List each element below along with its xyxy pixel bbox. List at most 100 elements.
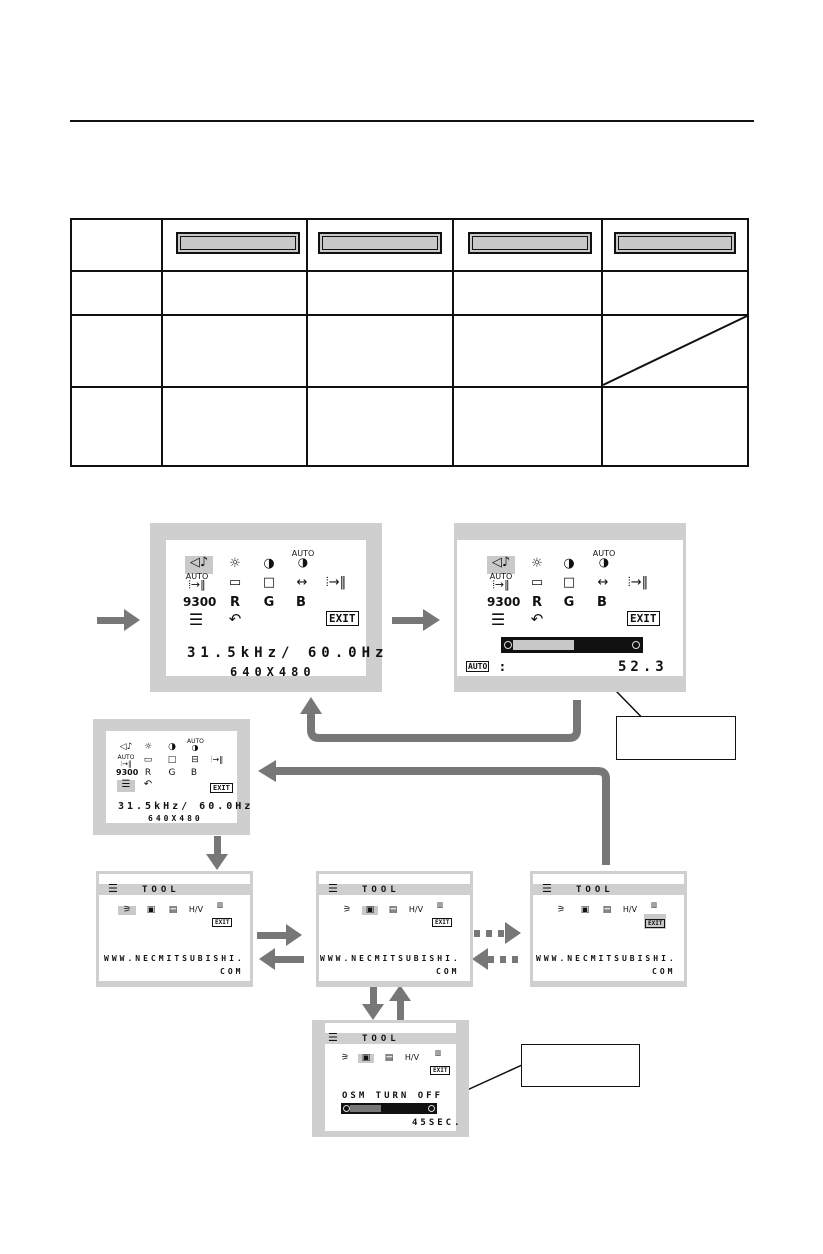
brightness-icon: ☼ xyxy=(143,742,153,752)
video-detect-icon: ⚞ xyxy=(342,905,352,915)
blue-icon: B xyxy=(296,595,306,610)
slider-callout xyxy=(616,716,736,760)
tool-title-bar xyxy=(325,1033,456,1044)
video-detect-icon: ⚞ xyxy=(556,905,566,915)
table-divider xyxy=(72,314,747,316)
fine-icon: ⦙→‖ xyxy=(627,575,649,590)
auto-setup-icon: AUTO⦙→‖ xyxy=(185,572,209,591)
volume-icon: ◁♪ xyxy=(185,556,213,574)
exit-icon: EXIT xyxy=(644,914,667,929)
down-up-icon: □ xyxy=(262,575,276,590)
tool-screen-3: ☰ TOOL ⚞ ▣ ▤ H/V ▥ EXIT WWW.NECMITSUBISH… xyxy=(530,871,687,987)
info-icon: ▥ xyxy=(434,1049,442,1057)
left-right-icon: ▭ xyxy=(228,575,242,590)
frequency-readout: 31.5kHz/ 60.0Hz xyxy=(187,645,389,661)
tool-title: TOOL xyxy=(362,1034,400,1044)
auto-setup-icon: AUTO⦙→‖ xyxy=(489,572,513,591)
minus-icon xyxy=(504,641,512,649)
hv-icon: H/V xyxy=(622,905,638,914)
factory-preset-icon: ↶ xyxy=(228,610,242,628)
tool-icon: ☰ xyxy=(328,1031,338,1044)
osd-main-screen: ◁♪ ☼ ◑ AUTO◑ AUTO⦙→‖ ▭ □ ↔ ⦙→‖ 9300 R G … xyxy=(150,523,383,692)
tool-title: TOOL xyxy=(362,885,400,895)
osm-lock-icon: ▤ xyxy=(602,905,612,915)
button-header-2 xyxy=(318,232,442,254)
h-size-icon: ⊟ xyxy=(191,755,199,765)
osd-adjust-screen: ◁♪ ☼ ◑ AUTO◑ AUTO⦙→‖ ▭ □ ↔ ⦙→‖ 9300 R G … xyxy=(454,523,686,692)
url-line-2: COM xyxy=(436,967,460,976)
tool-icon: ☰ xyxy=(542,882,552,895)
blue-icon: B xyxy=(190,768,198,778)
tool-title: TOOL xyxy=(576,885,614,895)
h-size-icon: ↔ xyxy=(296,575,308,590)
tool-icon: ☰ xyxy=(328,882,338,895)
fine-icon: ⦙→‖ xyxy=(210,755,224,764)
auto-setup-icon: AUTO⦙→‖ xyxy=(117,754,135,768)
osd-panel xyxy=(106,731,237,823)
button-header-3 xyxy=(468,232,592,254)
tool-screen-2: ☰ TOOL ⚞ ▣ ▤ H/V ▥ EXIT WWW.NECMITSUBISH… xyxy=(316,871,473,987)
auto-adjust-icon: AUTO◑ xyxy=(187,738,204,752)
contrast-icon: ◑ xyxy=(563,556,575,571)
exit-icon: EXIT xyxy=(212,914,233,927)
fine-icon: ⦙→‖ xyxy=(325,575,347,590)
slider-fill xyxy=(350,1105,381,1112)
tool-icon: ☰ xyxy=(490,610,506,629)
url-line-1: WWW.NECMITSUBISHI. xyxy=(104,954,245,963)
adjust-slider[interactable] xyxy=(501,637,643,653)
red-icon: R xyxy=(144,768,152,778)
exit-icon: EXIT xyxy=(326,611,359,626)
tool-title-bar xyxy=(99,884,250,895)
off-timer-icon: ▣ xyxy=(580,905,590,915)
table-divider xyxy=(601,220,603,465)
url-line-2: COM xyxy=(652,967,676,976)
osm-lock-icon: ▤ xyxy=(384,1053,394,1063)
info-icon: ▥ xyxy=(436,901,444,909)
osm-lock-icon: ▤ xyxy=(388,905,398,915)
table-divider xyxy=(161,220,163,465)
control-table xyxy=(70,218,749,467)
factory-preset-icon: ↶ xyxy=(143,779,153,790)
osd-overview-screen: ◁♪ ☼ ◑ AUTO◑ AUTO⦙→‖ ▭ □ ⊟ ⦙→‖ 9300 R G … xyxy=(93,719,250,835)
osm-turn-off-label: OSM TURN OFF xyxy=(342,1091,444,1101)
contrast-icon: ◑ xyxy=(263,556,275,571)
exit-icon: EXIT xyxy=(627,611,660,626)
tool-title-bar xyxy=(319,884,470,895)
adjust-value: 52.3 xyxy=(618,659,668,675)
down-up-icon: □ xyxy=(562,575,576,590)
url-line-2: COM xyxy=(220,967,244,976)
timeout-slider[interactable] xyxy=(341,1103,437,1114)
factory-preset-icon: ↶ xyxy=(530,610,544,628)
resolution-readout: 640X480 xyxy=(230,665,316,679)
table-divider xyxy=(72,386,747,388)
table-divider xyxy=(72,270,747,272)
tool-title: TOOL xyxy=(142,885,180,895)
color-control-icon: 9300 xyxy=(183,595,217,609)
tool-title-bar xyxy=(533,884,684,895)
color-control-icon: 9300 xyxy=(487,595,521,609)
contrast-icon: ◑ xyxy=(168,742,176,752)
hv-icon: H/V xyxy=(408,905,424,914)
resolution-readout: 640X480 xyxy=(148,814,203,823)
down-up-icon: □ xyxy=(167,755,177,765)
brightness-icon: ☼ xyxy=(531,556,543,571)
volume-icon: ◁♪ xyxy=(119,742,133,752)
url-line-1: WWW.NECMITSUBISHI. xyxy=(320,954,461,963)
colon-separator: : xyxy=(500,660,505,674)
table-divider xyxy=(306,220,308,465)
info-icon: ▥ xyxy=(216,901,224,909)
auto-adjust-icon: AUTO◑ xyxy=(592,549,616,569)
color-control-icon: 9300 xyxy=(116,768,139,777)
left-right-icon: ▭ xyxy=(530,575,544,590)
button-header-1 xyxy=(176,232,300,254)
osm-turn-off-screen: ☰ TOOL ⚞ ▣ ▤ H/V ▥ EXIT OSM TURN OFF 45S… xyxy=(312,1020,469,1137)
table-cell-diagonal xyxy=(602,315,748,386)
tool-icon: ☰ xyxy=(188,610,204,629)
green-icon: G xyxy=(263,595,275,610)
tool-icon: ☰ xyxy=(108,882,118,895)
tool-icon: ☰ xyxy=(117,780,135,792)
h-size-icon: ↔ xyxy=(597,575,609,590)
hv-icon: H/V xyxy=(188,905,204,914)
button-header-4 xyxy=(614,232,736,254)
